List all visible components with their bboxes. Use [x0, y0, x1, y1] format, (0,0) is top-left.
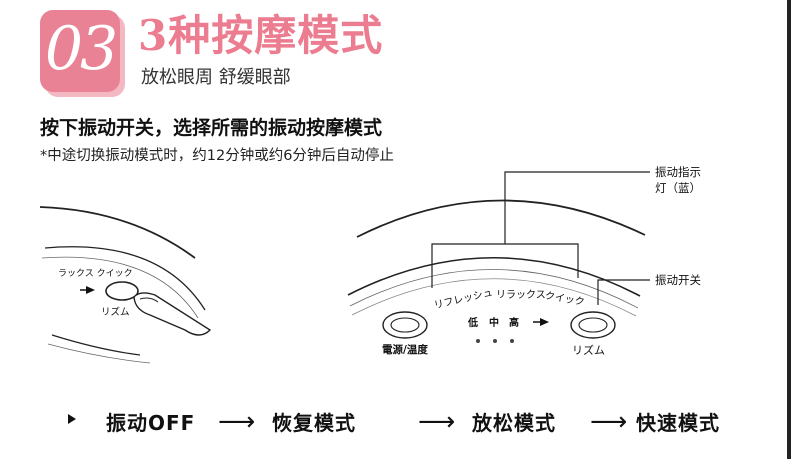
right-device-diagram — [347, 171, 650, 343]
play-icon — [68, 414, 76, 424]
switch-leader-line — [597, 279, 650, 305]
indicator-callout-line1: 振动指示 — [655, 165, 701, 179]
level-low: 低 — [468, 318, 478, 329]
switch-callout: 振动开关 — [655, 273, 701, 287]
indicator-callout-line2: 灯（蓝） — [655, 181, 701, 195]
rhythm-button — [570, 311, 616, 339]
arrow-right-icon: ⟶ — [418, 407, 456, 437]
sequence-fast: 快速模式 — [636, 411, 720, 435]
instruction-heading: 按下振动开关，选择所需的振动按摩模式 — [40, 117, 383, 139]
page-title: 3种按摩模式 — [138, 11, 384, 60]
page-subtitle: 放松眼周 舒缓眼部 — [141, 67, 291, 88]
section-number-badge — [40, 10, 120, 92]
sequence-off: 振动OFF — [106, 411, 196, 435]
rhythm-label: リズム — [572, 344, 605, 357]
mode-label-relax: リラックス — [496, 290, 546, 301]
right-edge-border — [787, 0, 791, 459]
level-high: 高 — [509, 318, 519, 329]
left-arrow-icon — [86, 286, 95, 294]
left-device-diagram — [39, 206, 212, 364]
sequence-relax: 放松模式 — [472, 411, 556, 435]
section-number: 03 — [44, 14, 118, 84]
arrow-right-icon: ⟶ — [590, 407, 628, 437]
sequence-recovery: 恢复模式 — [272, 411, 356, 435]
level-mid: 中 — [489, 318, 499, 329]
left-rhythm-button — [105, 281, 139, 301]
right-arrow-icon — [540, 318, 549, 326]
power-button — [382, 311, 428, 339]
left-rhythm-label: リズム — [101, 307, 130, 318]
instruction-note: *中途切换振动模式时，约12分钟或约6分钟后自动停止 — [40, 148, 394, 164]
finger-illustration — [133, 292, 212, 336]
power-temp-label: 電源/温度 — [382, 344, 428, 356]
arrow-right-icon: ⟶ — [218, 407, 256, 437]
indicator-leader-line — [504, 171, 650, 244]
left-mode-labels: ラックス クイック — [58, 269, 133, 279]
